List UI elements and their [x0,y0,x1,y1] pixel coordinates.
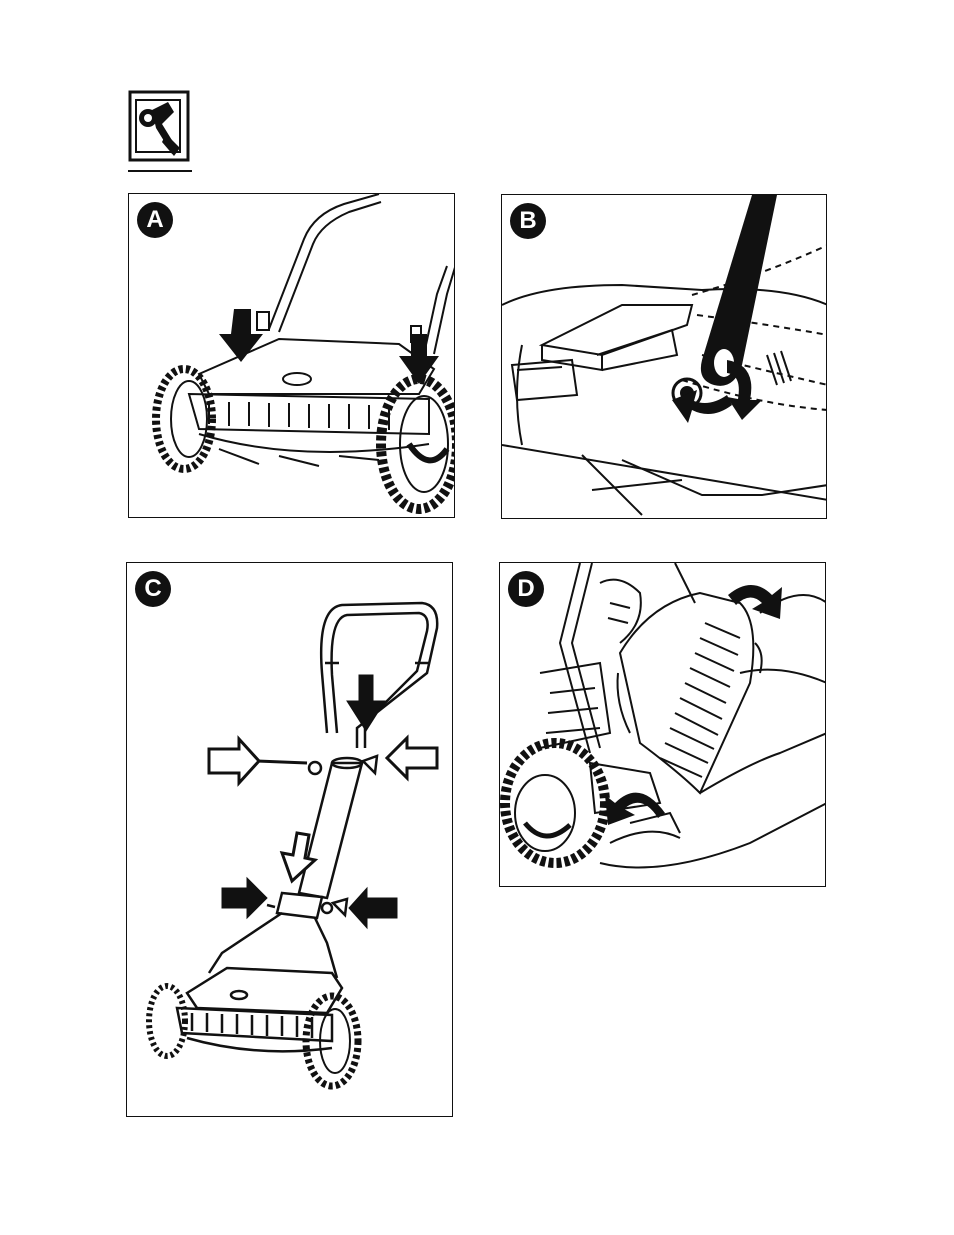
panel-c-arrow-bottom-left [222,878,267,918]
panel-a-illustration [129,194,455,518]
panel-d-arrow-bottom [605,793,665,825]
panel-c-arrow-bottom-right [349,888,397,928]
panel-a: A [128,193,455,518]
panel-b-badge: B [510,203,546,239]
panel-c-illustration [127,563,453,1117]
header-rule [128,170,192,172]
panel-c-arrow-mid [282,833,315,881]
panel-d-arrow-top [728,585,782,619]
panel-c-badge: C [135,571,171,607]
panel-c-arrow-down [347,675,385,731]
panel-d: D [499,562,826,887]
panel-b: B [501,194,827,519]
panel-c-arrow-top-left [209,739,259,783]
panel-c-arrow-top-right [387,738,437,778]
panel-d-illustration [500,563,826,887]
panel-d-badge: D [508,571,544,607]
header-icon-box [128,90,192,164]
panel-a-badge: A [137,202,173,238]
wrench-icon [128,90,192,164]
panel-b-illustration [502,195,827,519]
panel-c: C [126,562,453,1117]
